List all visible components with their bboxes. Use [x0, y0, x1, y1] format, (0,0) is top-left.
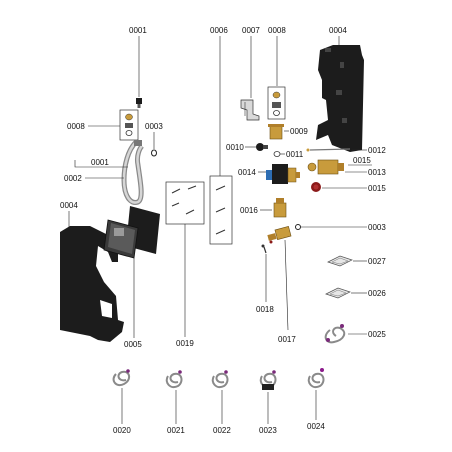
label-0003-left: 0003 [145, 122, 163, 131]
label-0008-left: 0008 [67, 122, 85, 131]
label-0010: 0010 [226, 143, 244, 152]
cable-part-0022 [211, 370, 229, 388]
label-0005: 0005 [124, 340, 142, 349]
screw-set-card [165, 181, 205, 225]
label-0019: 0019 [176, 339, 194, 348]
seal-kit-card-left [119, 109, 139, 141]
label-0004-left: 0004 [60, 201, 78, 210]
label-0027: 0027 [368, 257, 386, 266]
knob-part-0010 [256, 143, 268, 151]
label-0016: 0016 [240, 206, 258, 215]
valve-part-0009 [268, 124, 284, 140]
washer-part-0011 [273, 151, 281, 157]
cable-part-0025 [324, 324, 346, 344]
label-0017: 0017 [278, 335, 296, 344]
label-0018: 0018 [256, 305, 274, 314]
label-0013: 0013 [368, 168, 386, 177]
housing-part-right [316, 45, 364, 152]
label-0020: 0020 [113, 426, 131, 435]
valve-body-0013 [307, 159, 344, 175]
housing-part-left [60, 226, 124, 342]
pipe-fitting-0012 [306, 148, 351, 152]
label-0015-a: 0015 [353, 156, 371, 165]
label-0006: 0006 [210, 26, 228, 35]
label-0007: 0007 [242, 26, 260, 35]
label-0009: 0009 [290, 127, 308, 136]
label-0026: 0026 [368, 289, 386, 298]
cap-part-0015 [311, 182, 321, 192]
valve-part-0017 [267, 225, 292, 244]
cable-part-0024 [307, 368, 325, 388]
label-0004-top: 0004 [329, 26, 347, 35]
seal-kit-card-top [267, 86, 286, 120]
screw-set-card-tall [209, 175, 233, 245]
label-0002: 0002 [64, 174, 82, 183]
label-0003-right: 0003 [368, 223, 386, 232]
label-0001-top: 0001 [129, 26, 147, 35]
label-0012: 0012 [368, 146, 386, 155]
plate-part-0026 [325, 287, 351, 299]
label-0008-top: 0008 [268, 26, 286, 35]
label-0001-mid: 0001 [91, 158, 109, 167]
label-0022: 0022 [213, 426, 231, 435]
o-ring-small-left [151, 149, 157, 157]
label-0023: 0023 [259, 426, 277, 435]
cable-part-0020 [112, 369, 130, 386]
label-0025: 0025 [368, 330, 386, 339]
label-0015-b: 0015 [368, 184, 386, 193]
o-ring-small-right [295, 224, 301, 230]
bracket-part [240, 99, 260, 121]
solenoid-valve-0014 [266, 164, 300, 184]
control-panel-0005 [103, 206, 160, 259]
label-0011: 0011 [286, 150, 304, 159]
label-0021: 0021 [167, 426, 185, 435]
label-0014: 0014 [238, 168, 256, 177]
screw-part [136, 98, 142, 108]
pin-part-0018 [261, 244, 267, 254]
hose-part [121, 140, 144, 205]
cable-part-0023 [259, 370, 277, 390]
cable-part-0021 [165, 370, 183, 388]
plate-part-0027 [327, 255, 353, 267]
label-0024: 0024 [307, 422, 325, 431]
fitting-part-0016 [273, 198, 287, 218]
